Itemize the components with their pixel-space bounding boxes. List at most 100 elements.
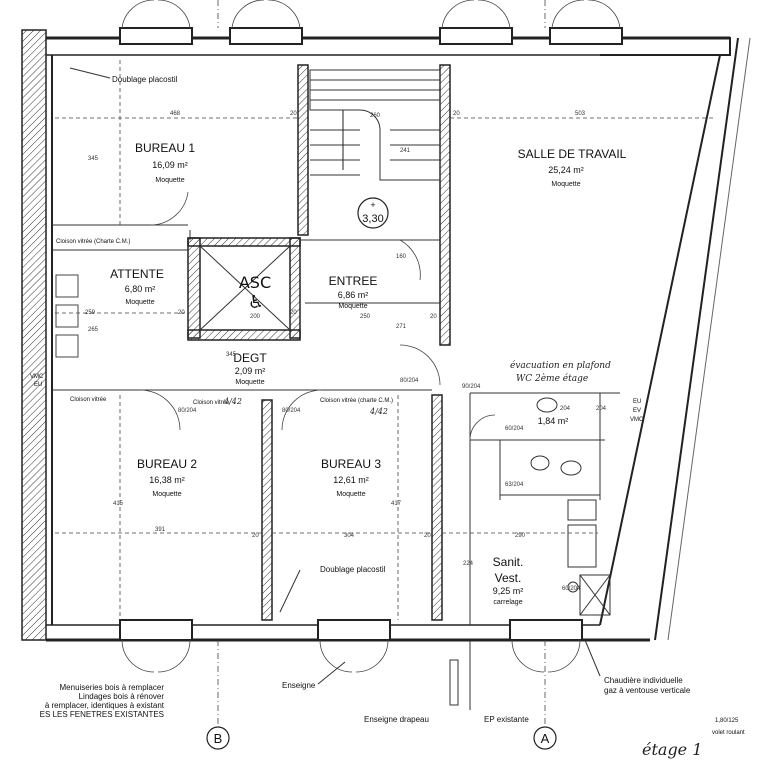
- dim-60-204-b: 60/204: [562, 586, 581, 592]
- sanit-name-1: Sanit.: [493, 555, 524, 569]
- right-slanted-wall-outer: [654, 37, 739, 641]
- cabinet-2: [567, 524, 597, 568]
- attente-name: ATTENTE: [110, 267, 164, 281]
- bureau2-name: BUREAU 2: [137, 457, 197, 471]
- dim-250: 250: [360, 314, 371, 320]
- window-bottom-1: [119, 619, 193, 641]
- bureau3-floor: Moquette: [336, 491, 365, 498]
- window-top-1: [119, 27, 193, 45]
- asc-wall-left: [187, 237, 201, 339]
- dim-224: 224: [463, 561, 474, 567]
- wc-area: 1,84 m²: [538, 416, 569, 426]
- asc-wall-top: [187, 237, 301, 247]
- vmc-right-label: VMC: [630, 417, 644, 423]
- degt-area: 2,09 m²: [235, 366, 266, 376]
- axis-a-circle: [533, 726, 557, 750]
- chaudiere-label-1: Chaudière individuelle: [604, 676, 683, 685]
- seat-3: [55, 334, 79, 358]
- window-arc-2: [231, 0, 301, 29]
- door-entree: [399, 344, 441, 386]
- menuiseries-label-4: ES LES FENETRES EXISTANTES: [40, 710, 164, 719]
- enseigne-leader: [317, 661, 346, 685]
- bureau3-right-wall: [431, 394, 443, 621]
- dim-63-204: 63/204: [505, 482, 524, 488]
- door-wc: [469, 414, 496, 441]
- degt-name: DEGT: [233, 351, 267, 365]
- chaudiere-label-2: gaz à ventouse verticale: [604, 686, 691, 695]
- dim-90-204: 90/204: [462, 384, 481, 390]
- menuiseries-label-2: Lindages bois à rénover: [79, 692, 165, 701]
- bureau-divider-wall: [261, 399, 273, 621]
- wc-fixture-1: [536, 397, 558, 413]
- menuiseries-label-3: à remplacer, identiques à existant: [45, 701, 165, 710]
- dim-20-f: 20: [252, 533, 259, 539]
- dim-20-d: 20: [290, 310, 297, 316]
- attente-area: 6,80 m²: [125, 284, 156, 294]
- asc-label: ASC: [239, 273, 271, 292]
- stair-wall-left: [297, 64, 309, 236]
- bureau2-floor: Moquette: [152, 491, 181, 498]
- left-exterior-wall: [21, 29, 47, 641]
- window-top-2: [229, 27, 303, 45]
- dim-160-stair: 160: [396, 254, 407, 260]
- window-bottom-2: [317, 619, 391, 641]
- seat-2: [55, 304, 79, 328]
- dim-20-g: 20: [424, 533, 431, 539]
- dim-415: 415: [113, 501, 124, 507]
- bureau1-floor: Moquette: [155, 177, 184, 184]
- dim-265: 265: [88, 327, 99, 333]
- doublage-top-leader: [69, 67, 111, 79]
- bureau3-name: BUREAU 3: [321, 457, 381, 471]
- sanit-floor: carrelage: [493, 599, 522, 606]
- salle-floor: Moquette: [551, 181, 580, 188]
- eu-right-label: EU: [633, 399, 641, 405]
- dim-204-b: 204: [596, 406, 607, 412]
- dim-290: 290: [515, 533, 526, 539]
- entree-floor: Moquette: [338, 303, 367, 310]
- dim-60-204: 60/204: [505, 426, 524, 432]
- ev-right-label: EV: [633, 408, 641, 414]
- axis-a-label: A: [541, 731, 550, 746]
- bureau2-area: 16,38 m²: [149, 475, 185, 485]
- dim-503: 503: [575, 111, 586, 117]
- doublage-bottom-leader: [279, 569, 301, 613]
- dim-260: 260: [370, 113, 381, 119]
- asc-wall-right: [289, 237, 301, 339]
- dim-468: 468: [170, 111, 181, 117]
- dim-304: 304: [344, 533, 355, 539]
- salle-name: SALLE DE TRAVAIL: [518, 147, 627, 161]
- sink-fixture: [530, 455, 550, 471]
- level-marker: [357, 197, 389, 229]
- elevator-shaft: [199, 245, 291, 331]
- dim-345-b: 345: [226, 352, 237, 358]
- menuiseries-label-1: Menuiseries bois à remplacer: [60, 683, 165, 692]
- boiler-symbol: [567, 581, 579, 593]
- window-top-4: [549, 27, 623, 45]
- wc-fixture-2: [560, 460, 582, 476]
- entree-area: 6,86 m²: [338, 290, 369, 300]
- evac-note-1: évacuation en plafond: [510, 360, 611, 371]
- cabinet-1: [567, 499, 597, 521]
- asc-wall-bottom: [187, 329, 301, 341]
- window-top-3: [439, 27, 513, 45]
- salle-area: 25,24 m²: [548, 165, 584, 175]
- door-bureau3: [281, 389, 323, 431]
- seat-1: [55, 274, 79, 298]
- dim-345: 345: [88, 156, 99, 162]
- staircase: [309, 69, 441, 181]
- attente-floor: Moquette: [125, 299, 154, 306]
- dim-271: 271: [396, 324, 407, 330]
- sanit-name-2: Vest.: [495, 571, 522, 585]
- dim-417: 417: [391, 501, 402, 507]
- right-slanted-wall-inner: [599, 54, 721, 626]
- vmc-left-label: VMC: [30, 374, 44, 380]
- ep-label: EP existante: [484, 715, 529, 724]
- accessibility-icon: ♿: [248, 292, 264, 313]
- window-bottom-3: [509, 619, 583, 641]
- dim-20-e: 20: [430, 314, 437, 320]
- doublage-bottom-label: Doublage placostil: [320, 565, 386, 574]
- window-bottom-arc-3: [511, 639, 581, 673]
- door-bureau1: [149, 191, 189, 226]
- cloison-label-4: Cloison vitrée: [193, 400, 230, 406]
